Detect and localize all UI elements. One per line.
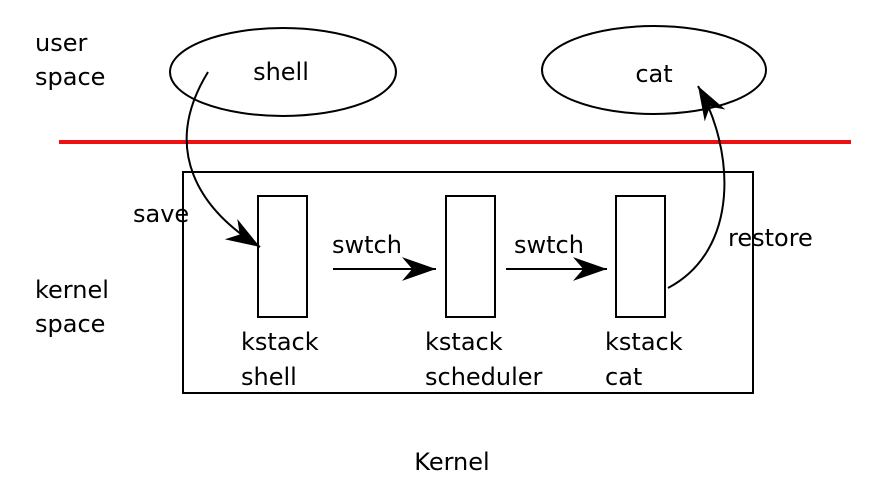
kstack-scheduler-box [445, 195, 496, 318]
user-space-label-line1: user [35, 29, 87, 57]
kernel-caption: Kernel [414, 448, 489, 476]
kstack-scheduler-label-line1: kstack [425, 328, 503, 356]
user-space-label-line2: space [35, 63, 105, 91]
kstack-cat-label-line2: cat [605, 363, 642, 391]
restore-label: restore [728, 224, 813, 252]
shell-process-label: shell [253, 58, 309, 86]
kstack-shell-label-line2: shell [241, 363, 297, 391]
kernel-space-label-line2: space [35, 310, 105, 338]
kstack-cat-box [615, 195, 666, 318]
shell-process-ellipse [169, 27, 397, 117]
save-arrow [185, 71, 261, 248]
kstack-shell-label-line1: kstack [241, 328, 319, 356]
cat-process-ellipse [541, 25, 767, 115]
restore-arrow [667, 85, 726, 289]
kernel-space-label-line1: kernel [35, 276, 109, 304]
cat-process-label: cat [635, 60, 672, 88]
save-label: save [133, 200, 189, 228]
kstack-cat-label-line1: kstack [605, 328, 683, 356]
kstack-shell-box [257, 195, 308, 318]
kstack-scheduler-label-line2: scheduler [425, 363, 543, 391]
swtch-label-2: swtch [514, 231, 584, 259]
kernel-box [182, 171, 754, 394]
swtch-label-1: swtch [332, 231, 402, 259]
